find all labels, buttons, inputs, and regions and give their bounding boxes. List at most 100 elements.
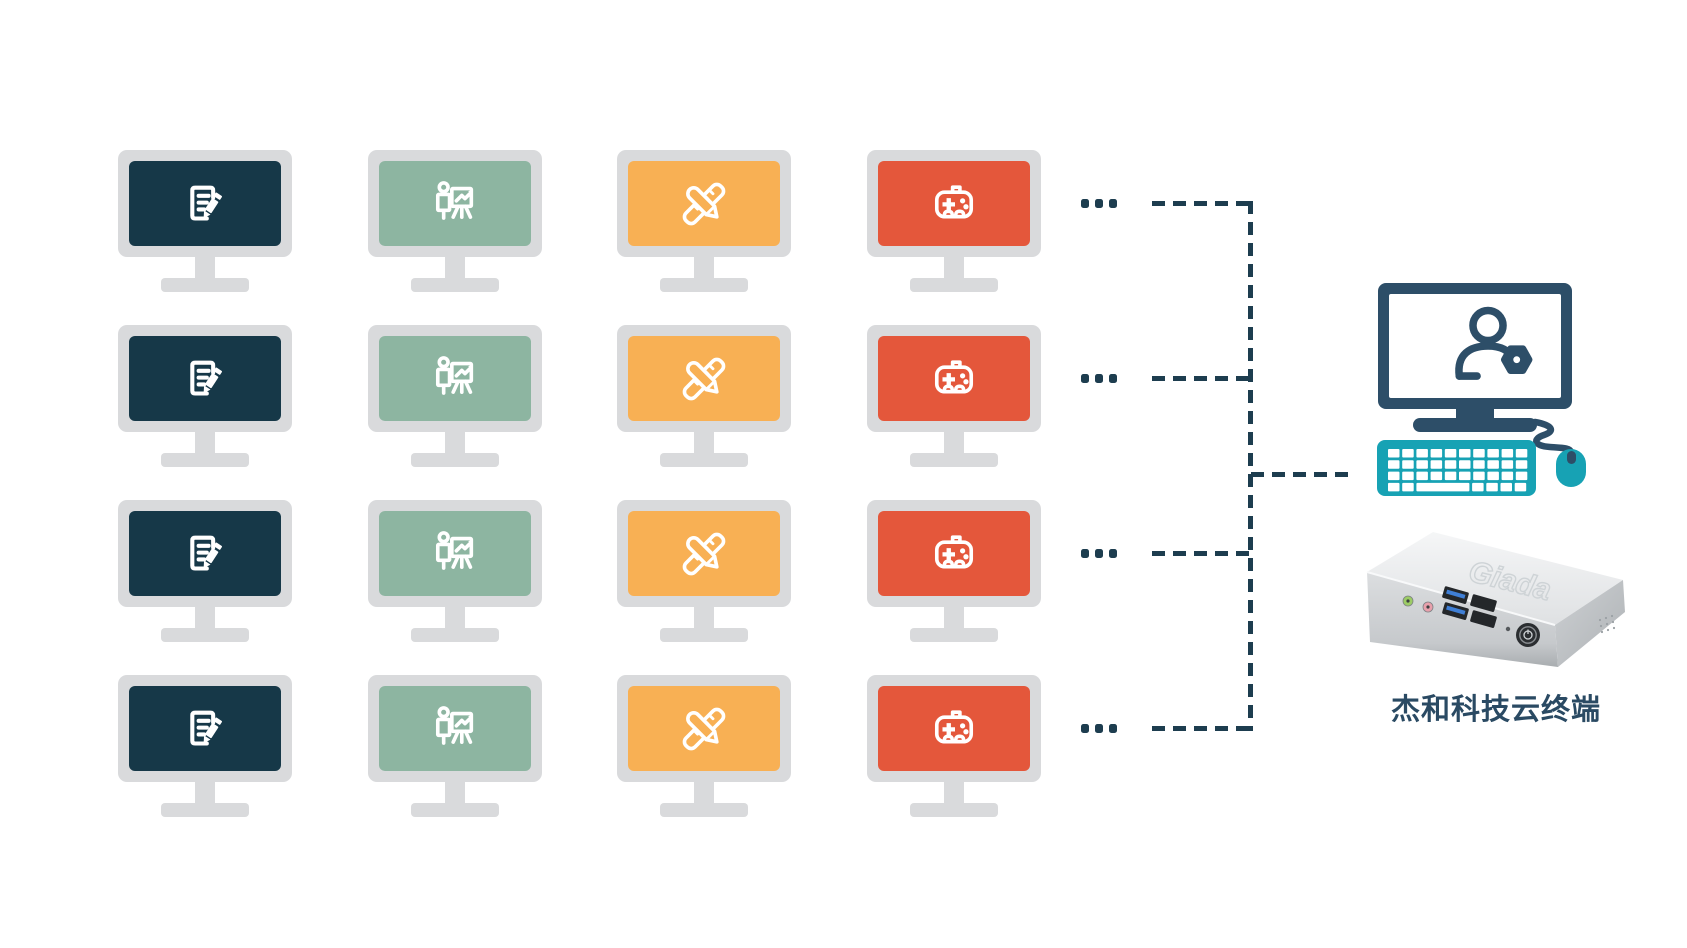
monitor-stand-neck — [944, 257, 964, 281]
monitor-stand-base — [910, 803, 998, 817]
monitor-stand-neck — [694, 782, 714, 806]
monitor-stand-base — [910, 278, 998, 292]
dashed-connector-branch — [1251, 472, 1353, 477]
monitor-stand-neck — [195, 607, 215, 631]
ellipsis-dot — [1109, 724, 1117, 733]
monitor-stand-neck — [195, 432, 215, 456]
document-edit-icon — [190, 185, 223, 221]
monitor-stand-base — [161, 278, 249, 292]
monitor-stand-base — [411, 628, 499, 642]
row-ellipsis — [1081, 724, 1117, 733]
monitor-stand-base — [910, 628, 998, 642]
dashed-connector-vertical — [1248, 201, 1253, 731]
presentation-icon — [435, 530, 474, 570]
monitor-screen — [878, 336, 1030, 421]
monitor-stand-neck — [694, 432, 714, 456]
design-tools-icon — [682, 707, 726, 750]
monitor-frame — [368, 325, 542, 432]
terminal-keyboard — [1377, 440, 1536, 496]
monitor-frame — [368, 150, 542, 257]
monitor-frame — [867, 325, 1041, 432]
gamepad-icon — [934, 709, 974, 743]
design-tools-icon — [682, 532, 726, 575]
ellipsis-dot — [1095, 724, 1103, 733]
monitor-stand-neck — [445, 607, 465, 631]
monitor-screen — [129, 511, 281, 596]
workstation-document-editing — [118, 675, 292, 818]
presentation-icon — [435, 355, 474, 395]
ellipsis-dot — [1081, 724, 1089, 733]
monitor-screen — [628, 336, 780, 421]
mouse-cable — [1531, 418, 1575, 456]
monitor-frame — [617, 500, 791, 607]
keyboard-keys — [1388, 449, 1528, 492]
monitor-screen — [878, 161, 1030, 246]
monitor-screen — [379, 511, 531, 596]
mini-pc-top-face — [1367, 532, 1623, 625]
monitor-screen — [129, 686, 281, 771]
monitor-stand-neck — [445, 257, 465, 281]
workstation-presentation — [368, 325, 542, 468]
design-tools-icon — [682, 357, 726, 400]
workstation-gaming — [867, 500, 1041, 643]
monitor-stand-base — [411, 453, 499, 467]
document-edit-icon — [190, 535, 223, 571]
monitor-screen — [628, 511, 780, 596]
monitor-frame — [118, 150, 292, 257]
gamepad-icon — [934, 534, 974, 568]
monitor-frame — [867, 675, 1041, 782]
monitor-stand-base — [660, 453, 748, 467]
monitor-screen — [129, 161, 281, 246]
ellipsis-dot — [1095, 374, 1103, 383]
workstation-design — [617, 150, 791, 293]
monitor-screen — [878, 686, 1030, 771]
ellipsis-dot — [1095, 549, 1103, 558]
monitor-stand-neck — [445, 782, 465, 806]
monitor-frame — [617, 675, 791, 782]
monitor-stand-base — [910, 453, 998, 467]
monitor-stand-neck — [694, 257, 714, 281]
monitor-screen — [628, 161, 780, 246]
mini-pc-front-ports — [1402, 586, 1616, 647]
monitor-stand-base — [161, 628, 249, 642]
workstation-presentation — [368, 675, 542, 818]
row-ellipsis — [1081, 374, 1117, 383]
terminal-monitor-screen — [1389, 294, 1561, 398]
monitor-frame — [368, 675, 542, 782]
monitor-screen — [379, 161, 531, 246]
workstation-gaming — [867, 675, 1041, 818]
row-ellipsis — [1081, 199, 1117, 208]
workstation-document-editing — [118, 150, 292, 293]
ellipsis-dot — [1095, 199, 1103, 208]
dashed-connector-row-4 — [1152, 726, 1251, 731]
power-button — [1516, 623, 1540, 647]
reset-pinhole — [1505, 626, 1511, 632]
monitor-stand-base — [411, 803, 499, 817]
monitor-frame — [617, 150, 791, 257]
dashed-connector-row-1 — [1152, 201, 1251, 206]
monitor-stand-neck — [195, 782, 215, 806]
user-settings-icon — [1455, 306, 1533, 380]
monitor-stand-neck — [944, 782, 964, 806]
mouse-scroll-wheel — [1566, 451, 1576, 464]
monitor-stand-neck — [694, 607, 714, 631]
dashed-connector-row-3 — [1152, 551, 1251, 556]
presentation-icon — [435, 705, 474, 745]
terminal-monitor-stand-neck — [1456, 407, 1494, 421]
ellipsis-dot — [1109, 199, 1117, 208]
design-tools-icon — [682, 182, 726, 225]
terminal-monitor-stand-base — [1413, 418, 1537, 432]
monitor-screen — [379, 336, 531, 421]
monitor-stand-base — [161, 803, 249, 817]
workstation-design — [617, 675, 791, 818]
ellipsis-dot — [1109, 374, 1117, 383]
workstation-gaming — [867, 325, 1041, 468]
monitor-frame — [617, 325, 791, 432]
monitor-stand-base — [660, 278, 748, 292]
mini-pc-side-face — [1555, 580, 1625, 667]
monitor-stand-base — [660, 628, 748, 642]
terminal-monitor — [1378, 283, 1572, 409]
mini-pc-front-face — [1367, 572, 1558, 667]
monitor-stand-neck — [944, 432, 964, 456]
